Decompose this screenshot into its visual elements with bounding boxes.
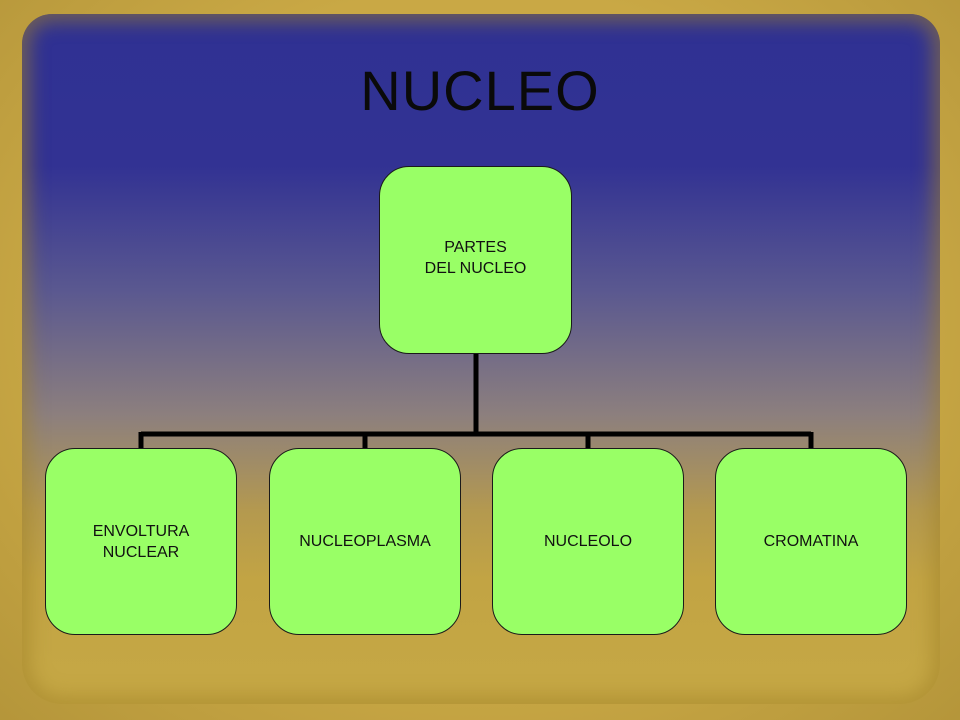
child-node-nucleolo: NUCLEOLO: [492, 448, 684, 635]
child-node-label: CROMATINA: [763, 533, 859, 550]
child-node-nucleoplasma: NUCLEOPLASMA: [269, 448, 461, 635]
child-node-label: NUCLEOLO: [543, 533, 633, 550]
root-node-label: PARTES DEL NUCLEO: [424, 239, 527, 277]
child-node-envoltura-nuclear: ENVOLTURA NUCLEAR: [45, 448, 237, 635]
child-node-label: ENVOLTURA NUCLEAR: [92, 522, 190, 561]
slide-title: NUCLEO: [360, 59, 600, 122]
child-node-cromatina: CROMATINA: [715, 448, 907, 635]
root-node-partes-del-nucleo: PARTES DEL NUCLEO: [379, 166, 572, 354]
child-node-label: NUCLEOPLASMA: [299, 533, 431, 550]
